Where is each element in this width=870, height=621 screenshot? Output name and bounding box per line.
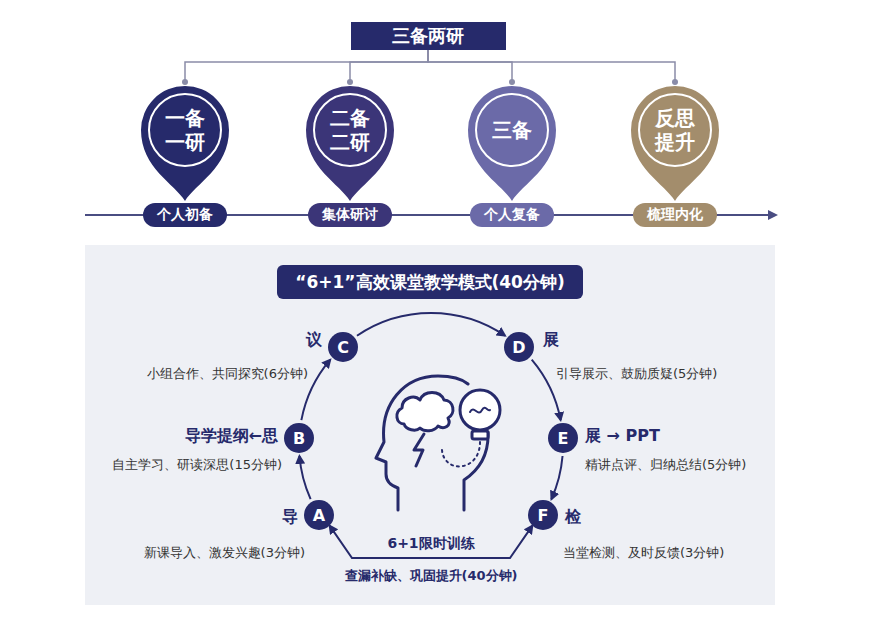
connector [330, 526, 533, 558]
step-letter: C [337, 338, 349, 357]
connector-dot [182, 79, 188, 85]
connector [185, 50, 428, 82]
pin-text-holder: 二备 二研 [302, 82, 398, 178]
connector-dot [509, 79, 515, 85]
map-pin: 一备 一研 [137, 82, 233, 202]
stage-pill: 个人初备 [143, 203, 227, 227]
step-letter: D [512, 338, 525, 357]
step-letter: A [313, 506, 325, 525]
step-circle: C议小组合作、共同探究(6分钟) [328, 332, 358, 362]
connector [350, 50, 428, 82]
connector [551, 456, 562, 499]
step-description: 当堂检测、及时反馈(3分钟) [563, 544, 724, 561]
step-description: 小组合作、共同探究(6分钟) [147, 365, 308, 382]
mode-panel [85, 245, 775, 605]
step-heading: 展 [543, 329, 559, 351]
pin-text: 三备 [486, 118, 538, 142]
pin-shape [464, 82, 560, 202]
step-description: 自主学习、研读深思(15分钟) [112, 456, 282, 473]
stage-pill-text: 个人初备 [157, 206, 213, 224]
step-circle: F检当堂检测、及时反馈(3分钟) [528, 500, 558, 530]
stage-pill-text: 梳理内化 [647, 206, 703, 224]
step-heading: 检 [565, 506, 581, 528]
step-heading: 展 → PPT [585, 425, 660, 447]
pin-text: 一备 一研 [159, 106, 211, 154]
stage-pill: 集体研讨 [308, 203, 392, 227]
note-label: 查漏补缺、巩固提升(40分钟) [345, 567, 518, 585]
title-box: 三备两研 [351, 22, 506, 50]
step-description: 引导展示、鼓励质疑(5分钟) [556, 365, 717, 382]
stage-pill: 梳理内化 [633, 203, 717, 227]
step-heading: 导学提纲←思 [185, 425, 278, 447]
connector-dot [347, 79, 353, 85]
step-letter: F [538, 506, 549, 525]
stage-pill: 个人复备 [470, 203, 554, 227]
pin-text-holder: 反思 提升 [627, 82, 723, 178]
step-circle: B导学提纲←思自主学习、研读深思(15分钟) [284, 423, 314, 453]
step-letter: B [293, 429, 305, 448]
pin-text: 二备 二研 [324, 106, 376, 154]
connector [428, 50, 675, 82]
edge-label: 6+1限时训练 [384, 535, 477, 553]
stage-pill-text: 集体研讨 [322, 206, 378, 224]
step-circle: A导新课导入、激发兴趣(3分钟) [304, 500, 334, 530]
pin-text-holder: 三备 [464, 82, 560, 178]
map-pin: 二备 二研 [302, 82, 398, 202]
step-heading: 议 [306, 329, 322, 351]
step-heading: 导 [282, 506, 298, 528]
step-description: 新课导入、激发兴趣(3分钟) [144, 544, 305, 561]
step-letter: E [558, 429, 569, 448]
head-illustration [376, 376, 500, 510]
connector [357, 313, 505, 336]
mode-title-pill: “6+1”高效课堂教学模式(40分钟) [277, 265, 582, 299]
pin-text: 反思 提升 [649, 106, 701, 154]
stage-pill-text: 个人复备 [484, 206, 540, 224]
step-description: 精讲点评、归纳总结(5分钟) [585, 456, 746, 473]
connector [299, 456, 310, 499]
title-text: 三备两研 [392, 24, 464, 48]
map-pin: 三备 [464, 82, 560, 202]
mode-title-text: “6+1”高效课堂教学模式(40分钟) [295, 271, 564, 294]
step-circle: D展引导展示、鼓励质疑(5分钟) [504, 332, 534, 362]
connector-dot [672, 79, 678, 85]
step-circle: E展 → PPT精讲点评、归纳总结(5分钟) [548, 423, 578, 453]
map-pin: 反思 提升 [627, 82, 723, 202]
pin-text-holder: 一备 一研 [137, 82, 233, 178]
connector [428, 50, 512, 82]
